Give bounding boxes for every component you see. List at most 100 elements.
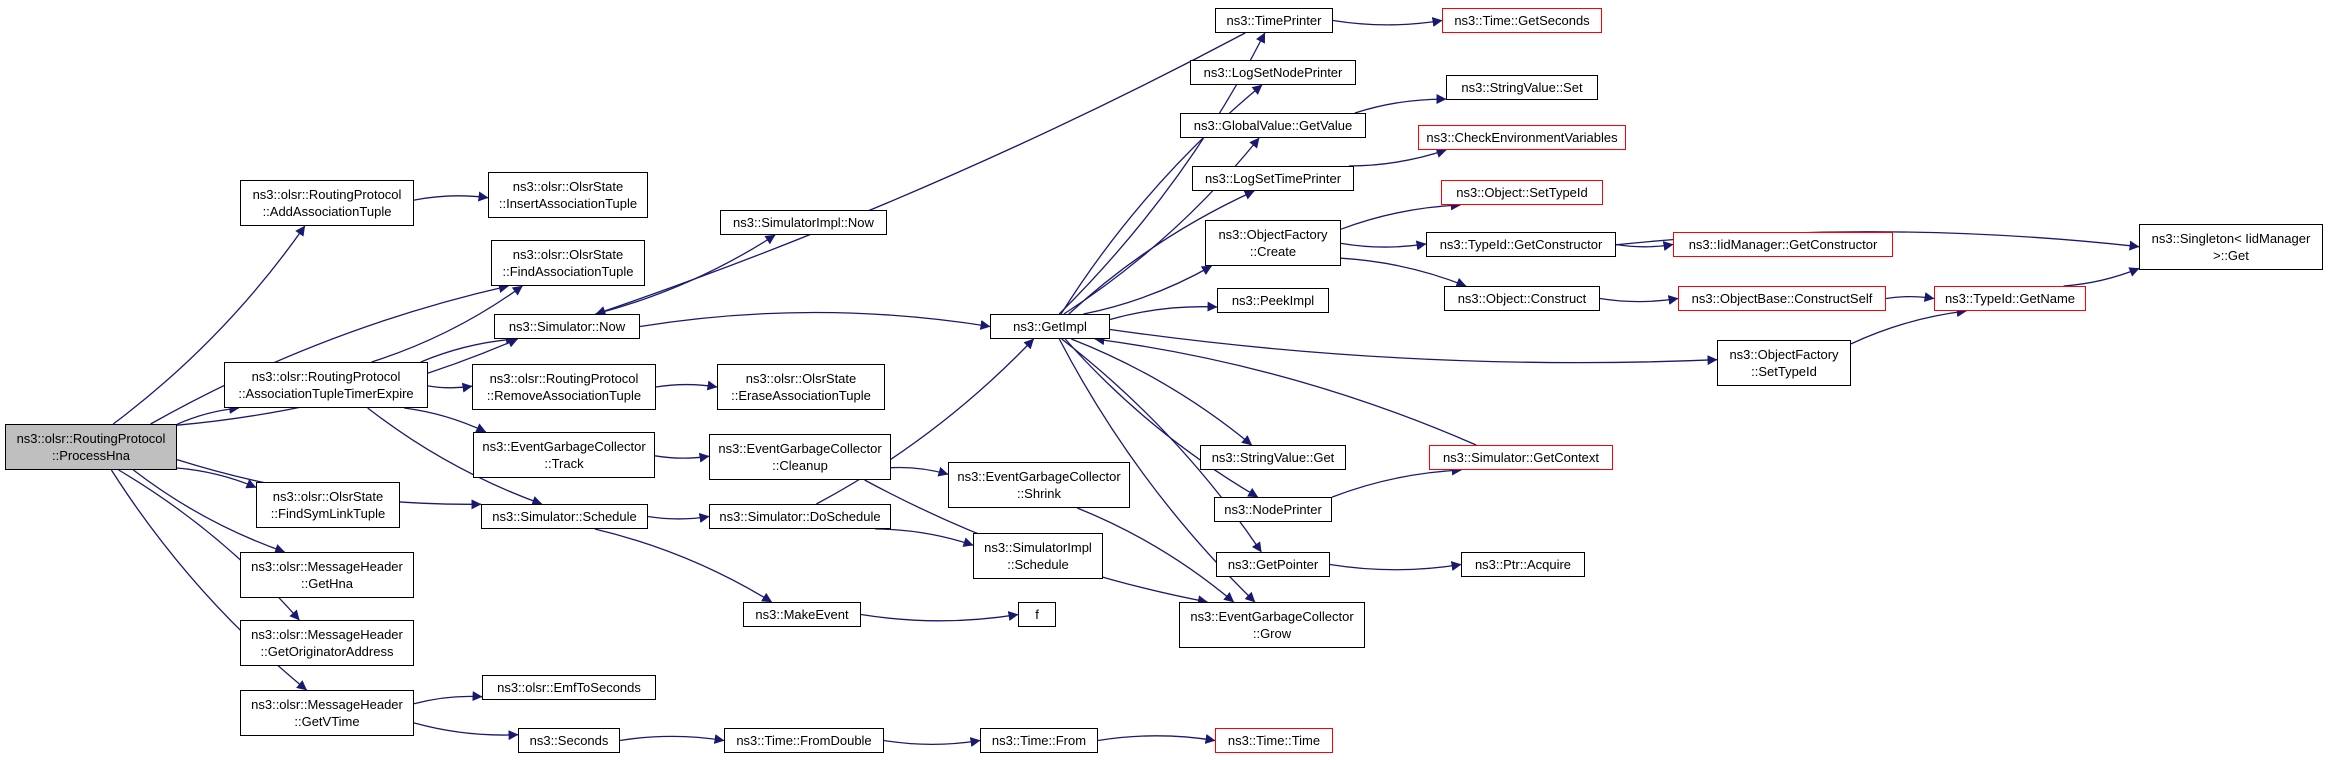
node-string-value-get[interactable]: ns3::StringValue::Get [1200, 445, 1346, 470]
edge-getimpl-to-peekimpl [1109, 301, 1218, 321]
node-time-time[interactable]: ns3::Time::Time [1215, 728, 1333, 753]
edge-processhna-to-getorig [118, 469, 300, 621]
edge-seconds-to-fromdouble [619, 734, 725, 744]
node-object-base-construct-self[interactable]: ns3::ObjectBase::ConstructSelf [1678, 286, 1886, 311]
edge-constructself-to-tidgetname [1885, 292, 1935, 302]
edge-timeprinter-to-timegetsec [1332, 17, 1443, 27]
node-peek-impl[interactable]: ns3::PeekImpl [1217, 288, 1329, 313]
edge-getimpl-to-ofcreate [1083, 265, 1213, 315]
node-make-event[interactable]: ns3::MakeEvent [743, 602, 861, 627]
edge-processhna-to-addassoc [112, 225, 306, 425]
edge-egccleanup-to-egcshrink [890, 466, 949, 477]
edge-getpointer-to-ptracquire [1329, 561, 1462, 571]
edge-getimpl-to-logsetnode [1060, 84, 1263, 315]
edge-dosched-to-simimplsched [875, 528, 974, 547]
node-time-from[interactable]: ns3::Time::From [980, 728, 1098, 753]
edge-simschedule-to-makeevent [594, 528, 773, 603]
edge-ofcreate-to-tidgetctor [1340, 240, 1427, 251]
edge-assoctimer-to-removeassoc [427, 382, 473, 393]
edge-simschedule-to-dosched [647, 513, 710, 523]
node-get-impl[interactable]: ns3::GetImpl [990, 314, 1110, 339]
edge-assoctimer-to-egctrack [404, 407, 487, 433]
node-type-id-get-constructor[interactable]: ns3::TypeId::GetConstructor [1426, 232, 1616, 257]
edge-timefrom-to-timetime [1097, 734, 1216, 744]
node-add-association-tuple[interactable]: ns3::olsr::RoutingProtocol::AddAssociati… [240, 180, 414, 226]
edge-ofsettypeid-to-tidgetname [1850, 307, 1967, 345]
node-simulator-schedule[interactable]: ns3::Simulator::Schedule [481, 504, 648, 529]
node-ptr-acquire[interactable]: ns3::Ptr::Acquire [1461, 552, 1585, 577]
node-singleton-iid-manager-get[interactable]: ns3::Singleton< IidManager>::Get [2139, 224, 2323, 270]
edge-makeevent-to-f [860, 611, 1019, 622]
node-event-gc-grow[interactable]: ns3::EventGarbageCollector::Grow [1179, 602, 1365, 648]
node-f[interactable]: f [1018, 602, 1056, 627]
edge-getimpl-to-ofsettypeid [1109, 328, 1718, 366]
edge-tidgetname-to-singleton [2063, 267, 2140, 287]
edge-tidgetctor-to-iidgetctor [1615, 241, 1674, 251]
node-get-v-time[interactable]: ns3::olsr::MessageHeader::GetVTime [240, 690, 414, 736]
node-get-originator-address[interactable]: ns3::olsr::MessageHeader::GetOriginatorA… [240, 620, 414, 666]
edge-processhna-to-gethna [133, 469, 286, 554]
edge-egctrack-to-egccleanup [654, 452, 710, 463]
node-insert-association-tuple[interactable]: ns3::olsr::OlsrState::InsertAssociationT… [488, 172, 648, 218]
node-event-gc-shrink[interactable]: ns3::EventGarbageCollector::Shrink [948, 462, 1130, 508]
edge-removeassoc-to-eraseassoc [655, 380, 718, 391]
node-process-hna[interactable]: ns3::olsr::RoutingProtocol::ProcessHna [5, 424, 177, 470]
edge-objconstruct-to-constructself [1599, 295, 1679, 305]
edge-addassoc-to-insertassoc [413, 191, 489, 202]
node-simulator-impl-now[interactable]: ns3::SimulatorImpl::Now [720, 210, 887, 235]
node-type-id-get-name[interactable]: ns3::TypeId::GetName [1934, 286, 2086, 311]
node-event-gc-track[interactable]: ns3::EventGarbageCollector::Track [473, 432, 655, 478]
node-remove-association-tuple[interactable]: ns3::olsr::RoutingProtocol::RemoveAssoci… [472, 364, 656, 410]
edge-ofcreate-to-objconstruct [1340, 257, 1467, 288]
edge-getcontext-to-getimpl [1094, 335, 1477, 446]
node-node-printer[interactable]: ns3::NodePrinter [1214, 497, 1332, 522]
node-simulator-get-context[interactable]: ns3::Simulator::GetContext [1429, 445, 1613, 470]
edge-ofcreate-to-objsettypeid [1340, 200, 1461, 230]
node-check-environment-variables[interactable]: ns3::CheckEnvironmentVariables [1418, 125, 1626, 150]
node-string-value-set[interactable]: ns3::StringValue::Set [1446, 75, 1598, 100]
edge-gvgetvalue-to-strset [1354, 94, 1447, 114]
edge-timeprinter-to-simnow [595, 32, 1246, 316]
node-simulator-impl-schedule[interactable]: ns3::SimulatorImpl::Schedule [973, 533, 1103, 579]
node-seconds[interactable]: ns3::Seconds [518, 728, 620, 753]
node-find-sym-link-tuple[interactable]: ns3::olsr::OlsrState::FindSymLinkTuple [256, 482, 400, 528]
edge-getimpl-to-gvgetvalue [1063, 137, 1260, 315]
edge-getimpl-to-nodeprinter [1064, 338, 1259, 498]
edge-dosched-to-getimpl [816, 338, 1035, 505]
node-time-from-double[interactable]: ns3::Time::FromDouble [724, 728, 884, 753]
node-find-association-tuple[interactable]: ns3::olsr::OlsrState::FindAssociationTup… [491, 240, 645, 286]
edge-getimpl-to-logsettime [1068, 190, 1255, 315]
node-object-construct[interactable]: ns3::Object::Construct [1444, 286, 1600, 311]
node-object-set-type-id[interactable]: ns3::Object::SetTypeId [1441, 180, 1603, 205]
node-log-set-time-printer[interactable]: ns3::LogSetTimePrinter [1192, 166, 1354, 191]
edge-getvtime-to-emf [413, 691, 483, 705]
node-event-gc-cleanup[interactable]: ns3::EventGarbageCollector::Cleanup [709, 434, 891, 480]
edge-getvtime-to-seconds [413, 722, 519, 741]
edge-processhna-to-assoctimer [176, 403, 240, 425]
edge-assoctimer-to-simnow [420, 334, 516, 363]
node-global-value-get-value[interactable]: ns3::GlobalValue::GetValue [1180, 113, 1366, 138]
edge-getimpl-to-strget [1071, 338, 1253, 446]
edge-logsettime-to-checkenv [1348, 148, 1447, 167]
node-emf-to-seconds[interactable]: ns3::olsr::EmfToSeconds [482, 675, 656, 700]
node-get-hna[interactable]: ns3::olsr::MessageHeader::GetHna [240, 552, 414, 598]
node-time-printer[interactable]: ns3::TimePrinter [1215, 8, 1333, 33]
node-log-set-node-printer[interactable]: ns3::LogSetNodePrinter [1190, 60, 1356, 85]
node-erase-association-tuple[interactable]: ns3::olsr::OlsrState::EraseAssociationTu… [717, 364, 885, 410]
edge-nodeprinter-to-getcontext [1331, 465, 1462, 498]
node-time-get-seconds[interactable]: ns3::Time::GetSeconds [1442, 8, 1602, 33]
edge-egcshrink-to-egcgrow [1077, 507, 1235, 603]
edge-simnow-to-getimpl [639, 311, 991, 330]
edge-fromdouble-to-timefrom [883, 737, 981, 747]
node-association-tuple-timer-expire[interactable]: ns3::olsr::RoutingProtocol::AssociationT… [224, 362, 428, 408]
node-get-pointer[interactable]: ns3::GetPointer [1216, 552, 1330, 577]
node-simulator-do-schedule[interactable]: ns3::Simulator::DoSchedule [709, 504, 891, 529]
node-simulator-now[interactable]: ns3::Simulator::Now [494, 314, 640, 339]
node-iid-manager-get-constructor[interactable]: ns3::IidManager::GetConstructor [1673, 232, 1893, 257]
edge-processhna-to-findsym [176, 467, 257, 489]
node-object-factory-set-type-id[interactable]: ns3::ObjectFactory::SetTypeId [1717, 340, 1851, 386]
node-object-factory-create[interactable]: ns3::ObjectFactory::Create [1205, 220, 1341, 266]
edge-processhna-to-findassoc [150, 283, 509, 425]
edge-assoctimer-to-simschedule [367, 407, 543, 506]
